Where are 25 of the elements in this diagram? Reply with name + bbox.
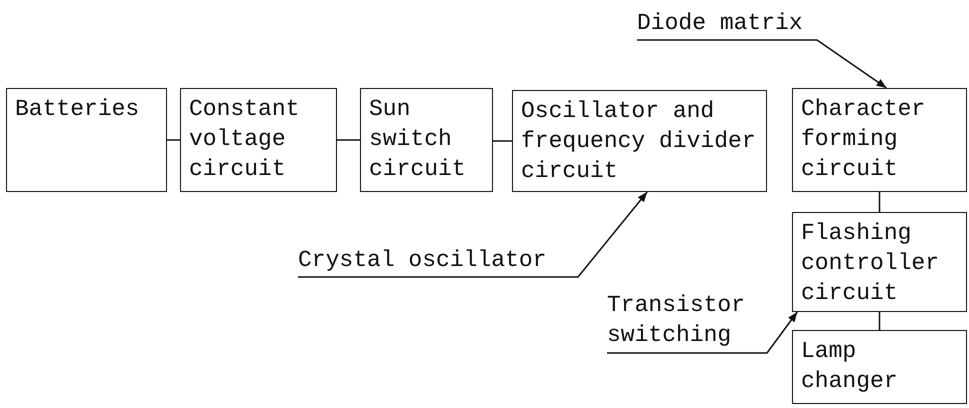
block-label: Character forming circuit [801,95,926,184]
block-label: Lamp changer [801,337,899,396]
callout-label: Transistor switching [607,291,746,350]
connector-line [878,192,880,212]
callout-label: Diode matrix [637,9,804,38]
connector-line [167,139,180,141]
block-label: Constant voltage circuit [189,95,300,184]
block-label: Sun switch circuit [369,95,467,184]
connector-line [337,139,360,141]
process-box [792,88,967,192]
block-label: Flashing controller circuit [801,219,940,308]
leader-line [607,312,798,354]
process-box [512,90,767,192]
process-box [6,88,167,192]
leader-line [298,192,648,278]
connector-line [493,140,512,142]
block-label: Batteries [15,95,140,124]
leader-line [637,39,887,89]
process-box [360,88,493,192]
block-label: Oscillator and frequency divider circuit [521,97,757,186]
process-box [180,88,337,192]
process-box [792,212,967,312]
connector-line [878,312,880,330]
process-box [792,330,967,404]
callout-label: Crystal oscillator [298,246,548,275]
